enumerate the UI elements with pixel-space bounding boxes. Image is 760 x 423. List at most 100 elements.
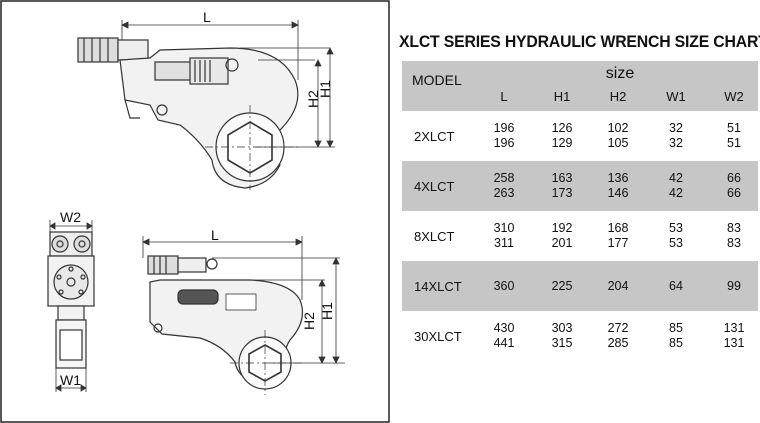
value-text: 136 — [607, 171, 629, 185]
model-cell: 8XLCT — [414, 228, 455, 244]
table-row: 14XLCT 360 225 204 64 99 — [402, 261, 758, 311]
table-header: MODEL size L H1 H2 W1 W2 — [402, 61, 758, 111]
model-cell: 30XLCT — [414, 328, 462, 344]
value-text: 129 — [551, 136, 573, 150]
value-text: 204 — [607, 278, 629, 293]
header-col-h1: H1 — [553, 89, 571, 104]
value-text: 168 — [607, 221, 629, 235]
value-text: 102 — [607, 121, 629, 135]
top-h1-label: H1 — [316, 80, 333, 98]
value-text: 258 — [493, 171, 515, 185]
value-text: 42 — [669, 186, 683, 200]
value-text: 83 — [727, 221, 741, 235]
bottom-h1-label: H1 — [318, 302, 335, 320]
value-text: 177 — [607, 236, 629, 250]
value-text: 32 — [669, 121, 683, 135]
value-text: 85 — [669, 336, 683, 350]
top-dimension-lines — [121, 20, 335, 148]
header-size: size — [605, 65, 635, 82]
value-text: 430 — [493, 321, 515, 335]
bottom-length-label: L — [211, 227, 219, 243]
value-text: 64 — [669, 278, 683, 293]
value-cell-l: 360 — [474, 261, 534, 311]
value-text: 99 — [727, 278, 741, 293]
value-text: 201 — [551, 236, 573, 250]
value-text: 83 — [727, 236, 741, 250]
wrench-drawing-panel: L H2 H1 W2 W1 L H2 H1 — [0, 0, 390, 423]
value-text: 32 — [669, 136, 683, 150]
model-cell: 4XLCT — [414, 178, 455, 194]
bottom-h2-label: H2 — [300, 312, 317, 330]
value-text: 42 — [669, 171, 683, 185]
bottom-wrench-drawing — [147, 255, 305, 395]
value-text: 126 — [551, 121, 573, 135]
model-cell: 14XLCT — [414, 278, 462, 294]
value-text: 105 — [607, 136, 629, 150]
value-text: 66 — [727, 186, 741, 200]
header-col-w1: W1 — [666, 89, 686, 104]
value-text: 53 — [669, 236, 683, 250]
value-text: 163 — [551, 171, 573, 185]
bottom-dimension-lines — [142, 236, 345, 364]
value-text: 196 — [493, 136, 515, 150]
header-col-w2: W2 — [724, 89, 744, 104]
value-text: 272 — [607, 321, 629, 335]
value-text: 131 — [723, 336, 745, 350]
side-w2-label: W2 — [60, 209, 81, 225]
header-model: MODEL — [412, 72, 462, 88]
value-text: 53 — [669, 221, 683, 235]
value-text: 146 — [607, 186, 629, 200]
model-cell: 2XLCT — [414, 128, 455, 144]
value-text: 285 — [607, 336, 629, 350]
value-text: 303 — [551, 321, 573, 335]
value-cell-w2: 99 — [704, 261, 760, 311]
value-text: 85 — [669, 321, 683, 335]
drawing-border — [0, 0, 390, 423]
value-cell-h1: 225 — [532, 261, 592, 311]
value-text: 360 — [493, 278, 515, 293]
top-length-label: L — [203, 9, 211, 25]
value-cell-h2: 204 — [588, 261, 648, 311]
side-w1-label: W1 — [60, 372, 81, 388]
value-text: 192 — [551, 221, 573, 235]
value-text: 225 — [551, 278, 573, 293]
top-wrench-drawing — [77, 37, 300, 190]
value-text: 315 — [551, 336, 573, 350]
header-col-l: L — [500, 89, 508, 104]
value-text: 441 — [493, 336, 515, 350]
value-text: 311 — [494, 236, 514, 250]
side-wrench-drawing — [47, 231, 95, 369]
chart-title: XLCT SERIES HYDRAULIC WRENCH SIZE CHART — [399, 32, 760, 51]
value-cell-w1: 64 — [646, 261, 706, 311]
side-dimension-lines — [49, 220, 93, 392]
value-text: 310 — [493, 221, 515, 235]
value-text: 196 — [493, 121, 515, 135]
value-text: 263 — [493, 186, 515, 200]
value-text: 51 — [727, 121, 741, 135]
value-text: 173 — [551, 186, 573, 200]
